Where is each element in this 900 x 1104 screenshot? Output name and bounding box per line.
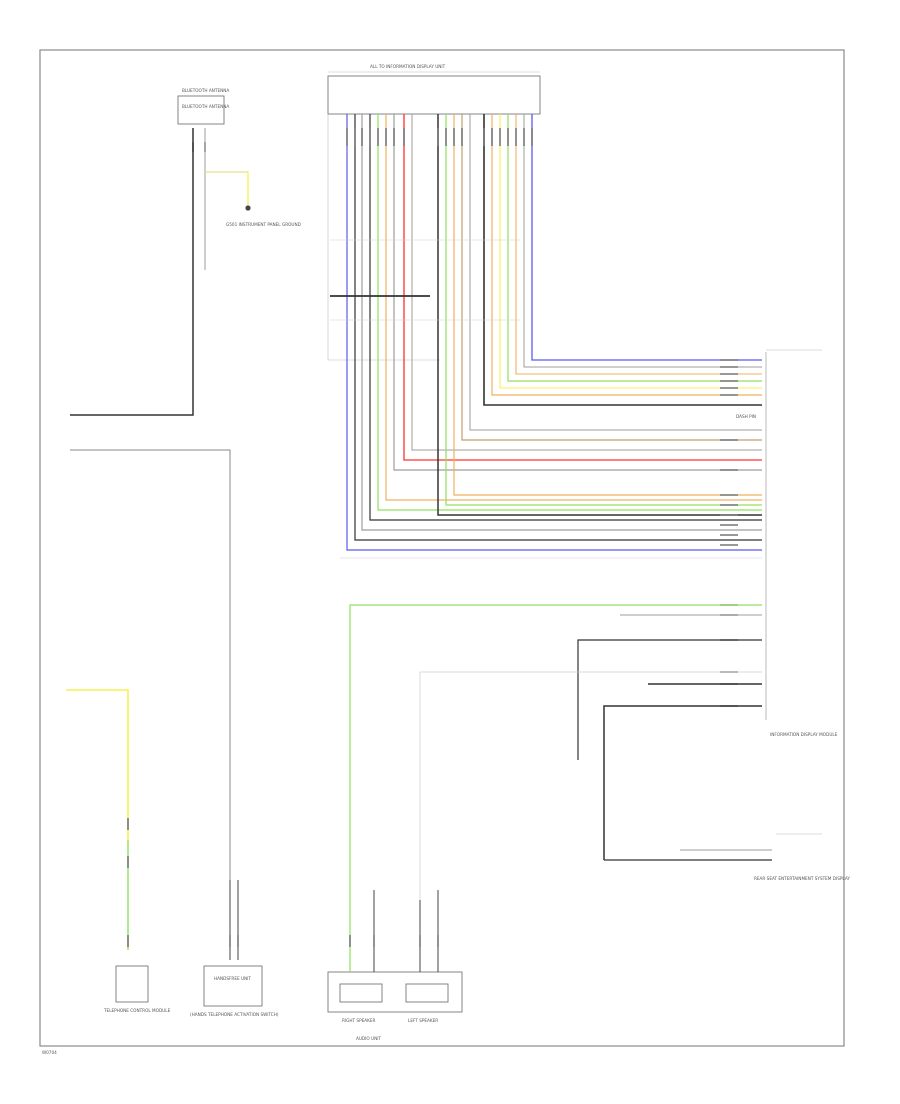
rear-seat-display: REAR SEAT ENTERTAINMENT SYSTEM DISPLAY bbox=[754, 833, 850, 881]
svg-text:G501 INSTRUMENT PANEL GROUND: G501 INSTRUMENT PANEL GROUND bbox=[226, 222, 301, 227]
harness-wires-left bbox=[346, 114, 762, 551]
telephone-control-module: TELEPHONE CONTROL MODULE bbox=[103, 965, 171, 1013]
svg-text:REAR SEAT ENTERTAINMENT SYSTEM: REAR SEAT ENTERTAINMENT SYSTEM DISPLAY bbox=[754, 876, 850, 881]
ground-g501: G501 INSTRUMENT PANEL GROUND bbox=[226, 222, 301, 227]
page-code: W0704 bbox=[42, 1050, 57, 1055]
svg-text:DASH PIN: DASH PIN bbox=[736, 414, 756, 419]
antenna-wires bbox=[70, 128, 251, 416]
svg-text:TELEPHONE CONTROL MODULE: TELEPHONE CONTROL MODULE bbox=[103, 1008, 171, 1013]
handsfree-unit: HANDSFREE UNIT (HANDS TELEPHONE ACTIVATI… bbox=[190, 880, 279, 1017]
bluetooth-antenna: BLUETOOTH ANTENNA BLUETOOTH ANTENNA bbox=[177, 88, 229, 152]
svg-text:INFORMATION DISPLAY MODULE: INFORMATION DISPLAY MODULE bbox=[770, 732, 838, 737]
lower-module-wires bbox=[349, 604, 772, 900]
svg-text:HANDSFREE UNIT: HANDSFREE UNIT bbox=[214, 976, 251, 981]
svg-text:AUDIO UNIT: AUDIO UNIT bbox=[356, 1036, 381, 1041]
svg-text:ALL TO INFORMATION DISPLAY UNI: ALL TO INFORMATION DISPLAY UNIT bbox=[370, 64, 446, 69]
svg-text:LEFT SPEAKER: LEFT SPEAKER bbox=[408, 1018, 438, 1023]
telephone-wire bbox=[66, 689, 129, 950]
splice-lines bbox=[330, 239, 762, 559]
left-gray-wire bbox=[70, 449, 231, 880]
audio-unit: RIGHT SPEAKER LEFT SPEAKER AUDIO UNIT bbox=[327, 890, 463, 1041]
svg-text:(HANDS TELEPHONE ACTIVATION SW: (HANDS TELEPHONE ACTIVATION SWITCH) bbox=[190, 1012, 279, 1017]
diagram-frame bbox=[39, 49, 845, 1047]
module-pin-markers bbox=[720, 359, 738, 707]
svg-text:BLUETOOTH ANTENNA: BLUETOOTH ANTENNA bbox=[182, 104, 229, 109]
connector-pins bbox=[346, 128, 533, 146]
harness-wires-right bbox=[437, 114, 762, 516]
top-connector: ALL TO INFORMATION DISPLAY UNIT bbox=[327, 64, 541, 361]
svg-text:BLUETOOTH ANTENNA: BLUETOOTH ANTENNA bbox=[182, 88, 229, 93]
svg-text:RIGHT SPEAKER: RIGHT SPEAKER bbox=[342, 1018, 376, 1023]
information-display-module: INFORMATION DISPLAY MODULE DASH PIN bbox=[736, 349, 838, 737]
